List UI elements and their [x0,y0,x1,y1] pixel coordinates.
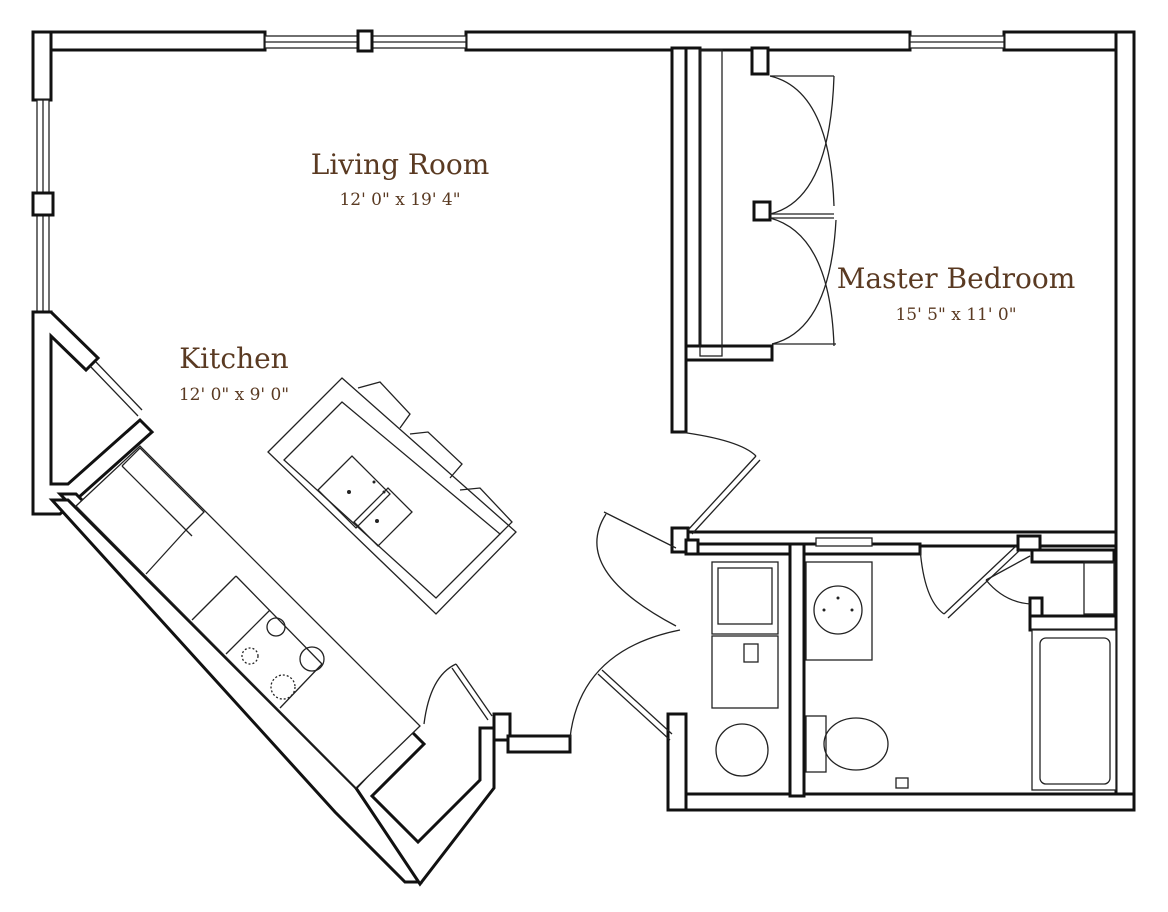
living-room-dimensions: 12' 0" x 19' 4" [339,190,460,210]
master-bedroom-name: Master Bedroom [837,262,1076,295]
exterior-walls [31,29,1136,887]
kitchen-counters [75,445,421,789]
window-top-right [909,35,1005,49]
bathroom-fixtures [805,561,1117,791]
master-bedroom-dimensions: 15' 5" x 11' 0" [895,305,1016,325]
window-left-upper [31,99,55,313]
room-label-living-room: Living Room 12' 0" x 19' 4" [311,148,490,210]
room-label-master-bedroom: Master Bedroom 15' 5" x 11' 0" [837,262,1076,325]
laundry [711,561,779,777]
room-label-kitchen: Kitchen 12' 0" x 9' 0" [179,342,289,405]
island-sink [317,455,413,547]
living-room-name: Living Room [311,148,490,181]
doors [89,75,1031,741]
window-top-left [264,29,467,53]
kitchen-island [267,377,517,615]
cooktop [241,617,325,700]
kitchen-name: Kitchen [179,342,288,375]
interior-walls [670,46,1118,798]
kitchen-dimensions: 12' 0" x 9' 0" [179,385,289,405]
